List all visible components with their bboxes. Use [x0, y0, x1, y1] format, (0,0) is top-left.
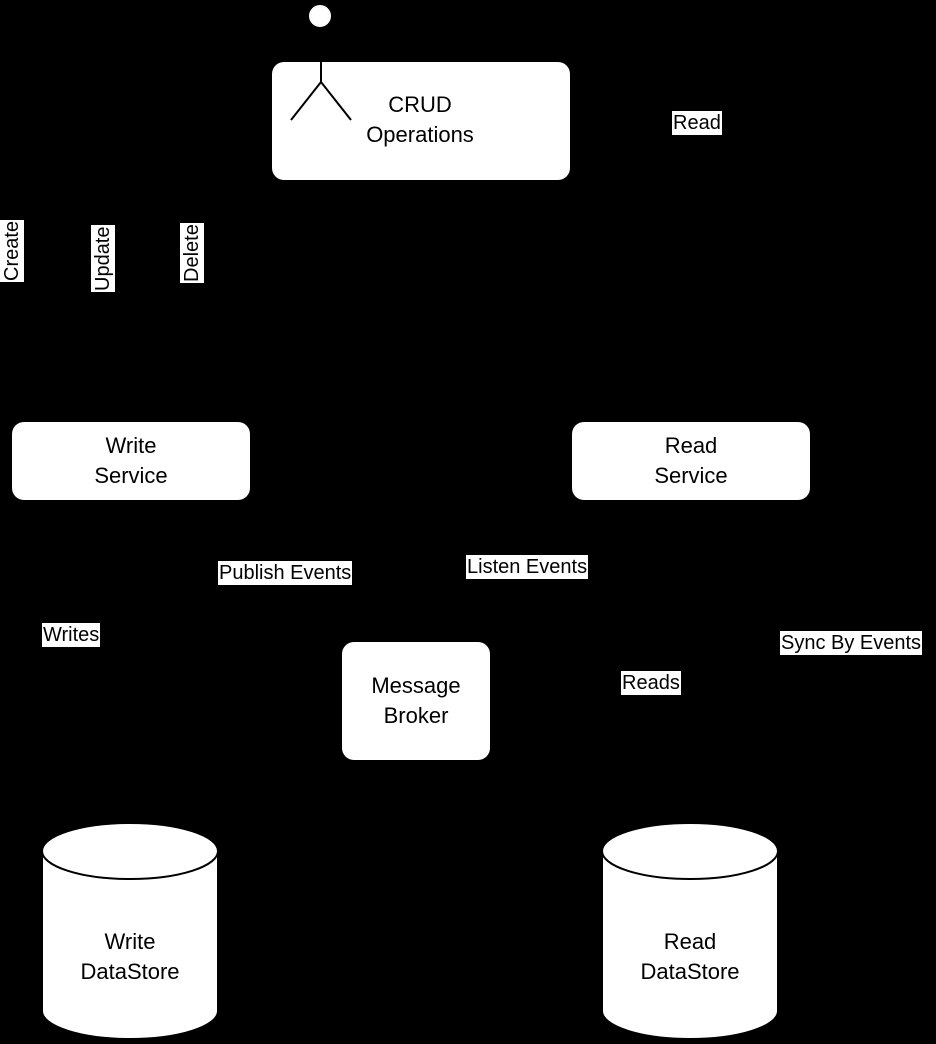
- edge-label-update: Update: [91, 225, 115, 292]
- read-service-line2: Service: [654, 463, 728, 488]
- write-datastore-line1: Write: [104, 929, 156, 954]
- message-broker-line2: Broker: [383, 703, 449, 728]
- actor-stick-figure-icon: [290, 62, 352, 121]
- read-service-line1: Read: [664, 433, 718, 458]
- read-datastore-line2: DataStore: [640, 959, 740, 984]
- actor-head-icon: [307, 3, 333, 29]
- write-datastore-label: Write DataStore: [41, 927, 219, 987]
- edge-label-create: Create: [0, 219, 24, 282]
- message-broker-node: Message Broker: [342, 642, 490, 760]
- edge-label-read: Read: [672, 111, 722, 135]
- edge-label-publish-events: Publish Events: [218, 561, 353, 585]
- edge-label-delete: Delete: [180, 223, 204, 283]
- write-datastore-cylinder: [41, 822, 219, 1040]
- edge-label-listen-events: Listen Events: [466, 555, 589, 579]
- edge-label-sync-by-events: Sync By Events: [780, 631, 923, 655]
- message-broker-line1: Message: [371, 673, 461, 698]
- read-datastore-cylinder: [601, 822, 779, 1040]
- edge-label-writes: Writes: [42, 623, 101, 647]
- crud-operations-line2: Operations: [366, 122, 474, 147]
- read-datastore-label: Read DataStore: [601, 927, 779, 987]
- write-service-node: Write Service: [12, 422, 250, 500]
- write-service-line2: Service: [94, 463, 168, 488]
- crud-operations-node: CRUD Operations: [272, 62, 570, 180]
- read-service-node: Read Service: [572, 422, 810, 500]
- write-service-line1: Write: [105, 433, 157, 458]
- read-datastore-line1: Read: [663, 929, 717, 954]
- edge-label-reads: Reads: [621, 671, 681, 695]
- crud-operations-line1: CRUD: [388, 92, 452, 117]
- write-datastore-line2: DataStore: [80, 959, 180, 984]
